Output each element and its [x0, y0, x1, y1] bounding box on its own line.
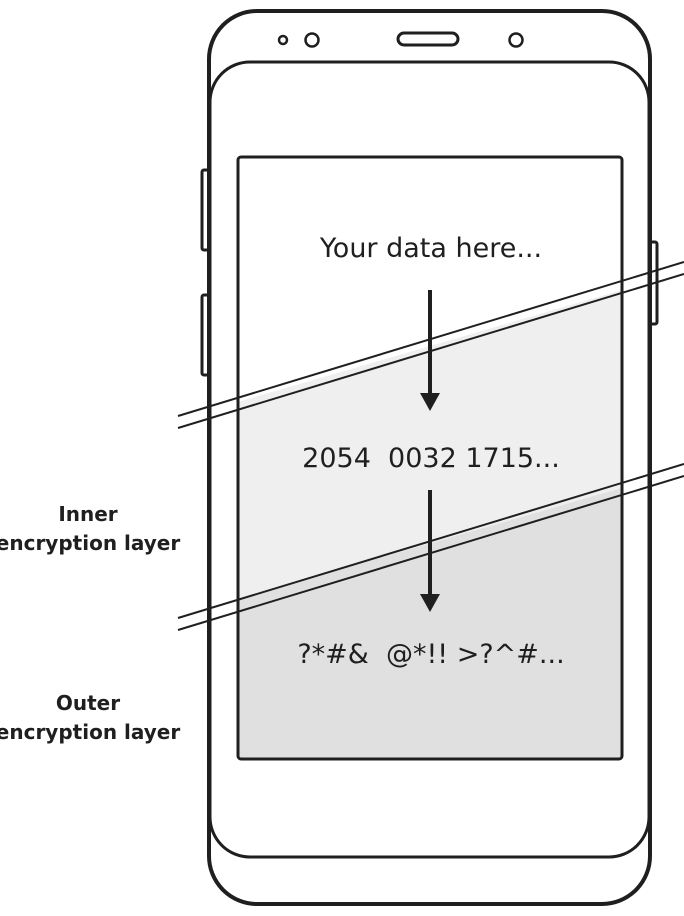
outer-cipher-text: ?*#& @*!! >?^#...	[297, 639, 564, 670]
outer-layer-label-line2: encryption layer	[0, 720, 180, 744]
earpiece-speaker	[396, 31, 460, 47]
plain-data-text: Your data here...	[319, 233, 542, 264]
phone-inner-frame	[208, 60, 651, 859]
inner-layer-label-line1: Inner	[58, 502, 117, 526]
outer-layer-label-line1: Outer	[56, 691, 120, 715]
sensor-dot-icon	[277, 34, 289, 46]
front-camera-icon	[304, 32, 320, 48]
inner-cipher-text: 2054 0032 1715...	[302, 443, 560, 474]
outer-encryption-layer-region	[238, 470, 622, 759]
arrow-down-icon	[420, 290, 440, 411]
proximity-sensor-icon	[508, 32, 524, 48]
arrow-down-icon	[420, 490, 440, 612]
inner-layer-label-line2: encryption layer	[0, 531, 180, 555]
phone-screen-border	[236, 155, 624, 761]
